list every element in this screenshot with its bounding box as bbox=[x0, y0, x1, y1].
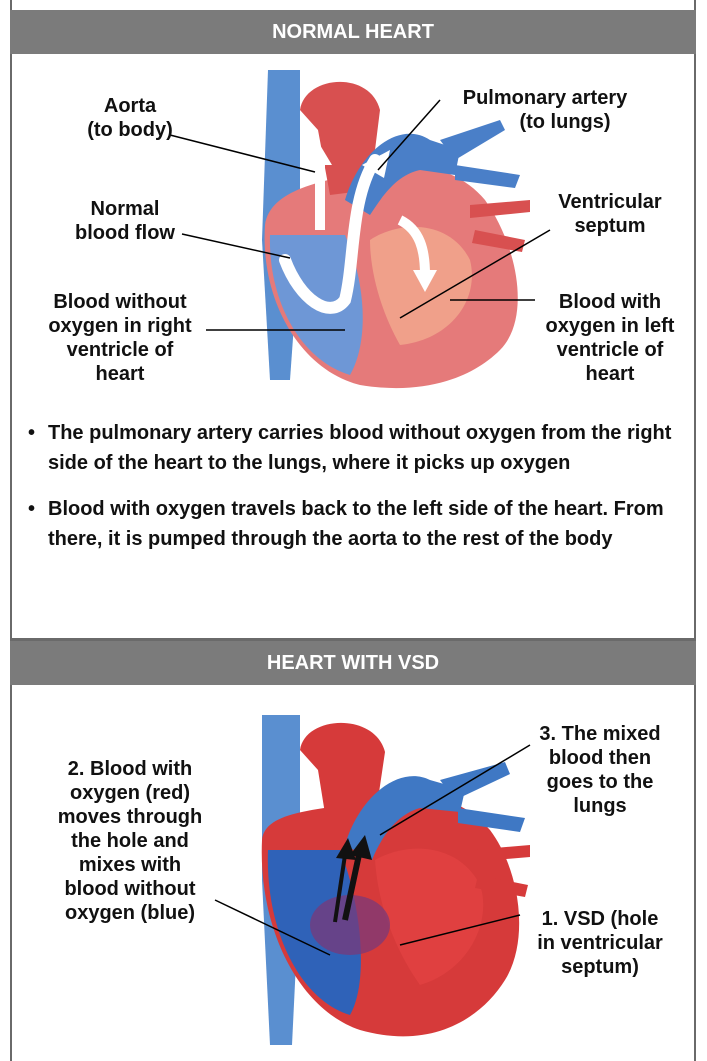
label-vsd-lungs: 3. The mixed blood then goes to the lung… bbox=[520, 722, 680, 818]
label-vsd-mixing: 2. Blood with oxygen (red) moves through… bbox=[40, 757, 220, 925]
label-vsd-hole: 1. VSD (hole in ventricular septum) bbox=[520, 907, 680, 979]
